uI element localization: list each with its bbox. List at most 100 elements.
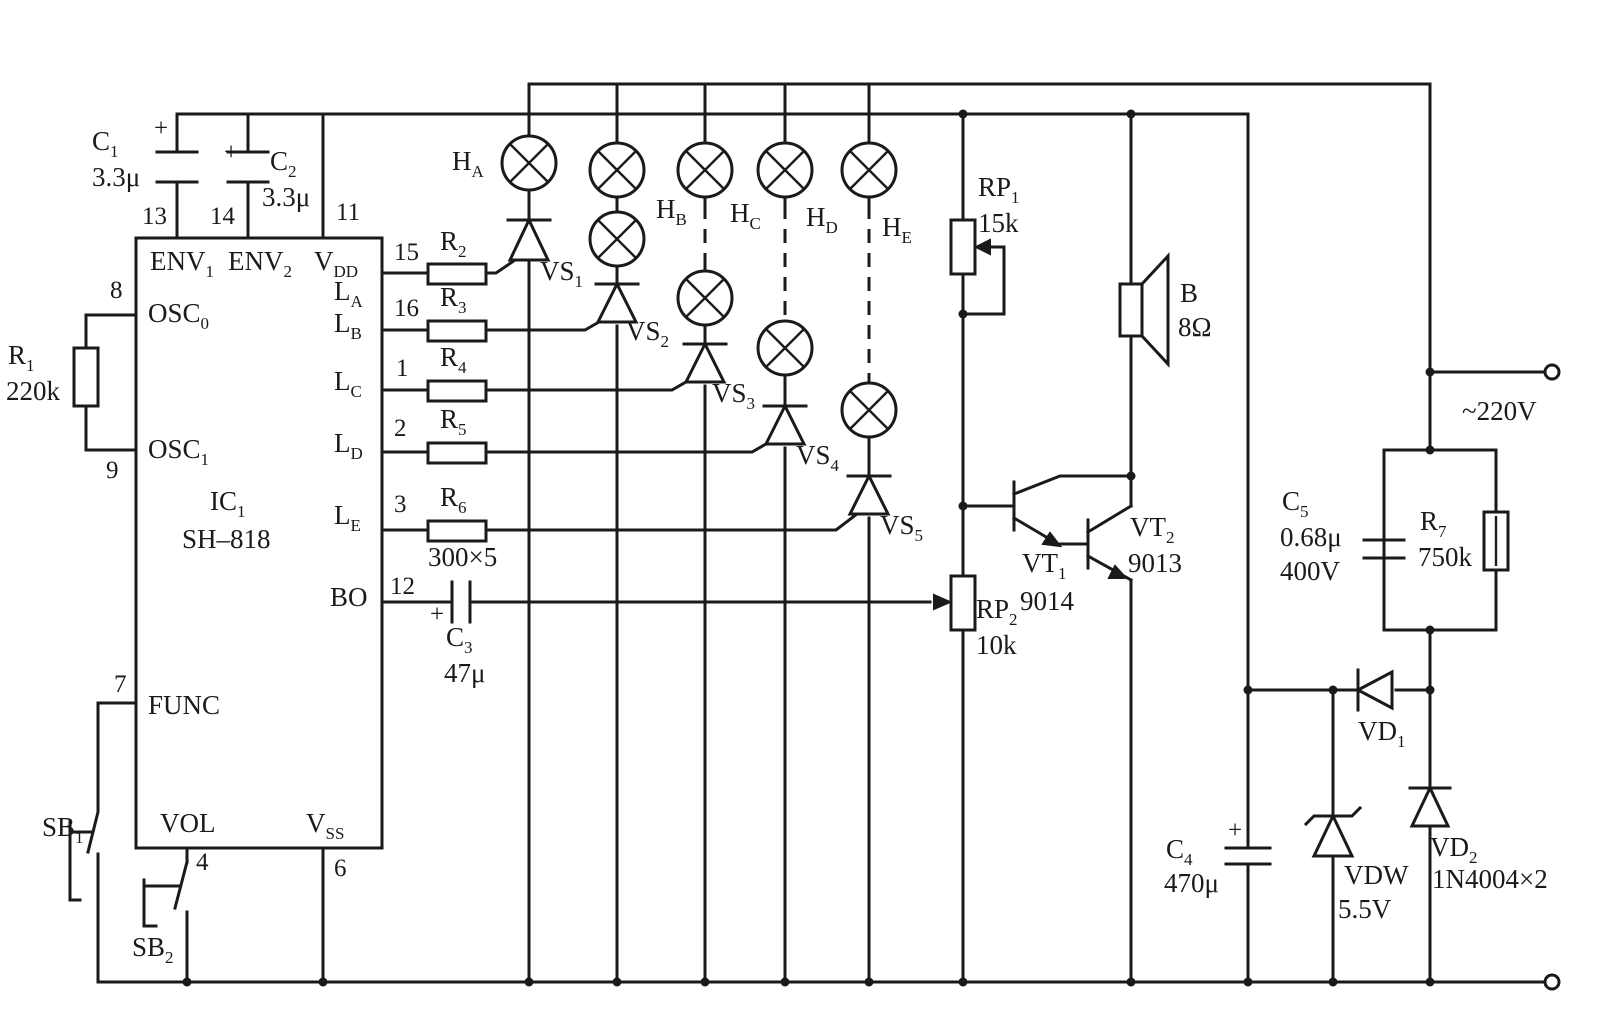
pin-number-14: 14 <box>210 203 236 230</box>
resistor-r3 <box>426 319 488 343</box>
c4-value: 470μ <box>1164 868 1219 898</box>
vd2-ref: VD2 <box>1430 832 1478 867</box>
lamp-he-1 <box>840 141 898 199</box>
rp1-value: 15k <box>978 208 1019 238</box>
vt1-part: 9014 <box>1020 586 1075 616</box>
capacitor-c3 <box>450 580 472 624</box>
ic-pin-osc0: OSC0 <box>148 298 209 333</box>
scr-vs2-label: VS2 <box>626 316 669 351</box>
vdw-value: 5.5V <box>1338 894 1392 924</box>
vd2-part: 1N4004×2 <box>1432 864 1548 894</box>
ic-pin-vdd: VDD <box>314 246 358 281</box>
r2-ref: R2 <box>440 226 467 261</box>
scr-vs3 <box>682 340 728 384</box>
scr-vs5-label: VS5 <box>880 510 923 545</box>
c1-polarity: + <box>154 115 168 142</box>
ic-pin-la: LA <box>334 276 364 311</box>
scr-vs3-label: VS3 <box>712 378 755 413</box>
capacitor-c5 <box>1362 538 1406 560</box>
scr-vs1-label: VS1 <box>540 256 583 291</box>
diode-vd2 <box>1408 784 1452 828</box>
r1-value: 220k <box>6 376 61 406</box>
r7-value: 750k <box>1418 542 1473 572</box>
diode-vd1 <box>1354 668 1394 712</box>
pushbutton-sb2 <box>142 860 189 930</box>
rp2-value: 10k <box>976 630 1017 660</box>
pin-number-12: 12 <box>390 573 415 600</box>
mains-terminal-bottom <box>1543 973 1561 991</box>
ic-pin-osc1: OSC1 <box>148 434 209 469</box>
vt2-part: 9013 <box>1128 548 1182 578</box>
ic-pin-lc: LC <box>334 366 362 401</box>
pin-number-7: 7 <box>114 671 127 698</box>
c5-ref: C5 <box>1282 486 1309 521</box>
resistor-r1 <box>72 346 100 408</box>
transistor-vt1 <box>1011 474 1133 548</box>
lamp-hb-2 <box>588 210 646 268</box>
vd1-ref: VD1 <box>1358 716 1406 751</box>
pin-number-6: 6 <box>334 855 347 882</box>
ic-pin-vol: VOL <box>160 808 216 838</box>
lamp-ha <box>500 134 558 192</box>
junction-dots <box>182 109 1435 987</box>
pin-number-2: 2 <box>394 415 407 442</box>
ic-pin-env1: ENV1 <box>150 246 214 281</box>
pin-number-9: 9 <box>106 457 119 484</box>
c3-ref: C3 <box>446 622 473 657</box>
pin-number-8: 8 <box>110 277 123 304</box>
vt2-ref: VT2 <box>1130 512 1175 547</box>
ic-pin-lb: LB <box>334 308 362 343</box>
mains-terminal-top <box>1543 363 1561 381</box>
potentiometer-rp1 <box>949 218 1006 276</box>
r4-ref: R4 <box>440 342 467 377</box>
c5-value: 0.68μ <box>1280 522 1342 552</box>
lamp-hb-1 <box>588 141 646 199</box>
zener-vdw <box>1303 805 1363 858</box>
lamp-hc-2 <box>676 269 734 327</box>
lamp-hc-1 <box>676 141 734 199</box>
r6-value: 300×5 <box>428 542 497 572</box>
vt1-ref: VT1 <box>1022 548 1067 583</box>
transistor-vt2 <box>1056 503 1134 583</box>
ic-pin-env2: ENV2 <box>228 246 292 281</box>
mains-label: ~220V <box>1462 396 1537 426</box>
resistor-r7 <box>1482 510 1510 572</box>
c1-ref: C1 <box>92 126 119 161</box>
sb2-ref: SB2 <box>132 932 174 967</box>
ic-part: SH–818 <box>182 524 271 554</box>
pin-number-11: 11 <box>336 199 360 226</box>
ic-pin-ld: LD <box>334 428 363 463</box>
ic-pin-vss: VSS <box>306 808 344 843</box>
scr-vs5 <box>846 472 892 516</box>
wiring <box>84 82 1554 984</box>
c2-ref: C2 <box>270 146 297 181</box>
resistor-r4 <box>426 379 488 403</box>
lamp-hb-label: HB <box>656 194 687 229</box>
speaker-b <box>1118 252 1170 368</box>
lamp-he-2 <box>840 381 898 439</box>
pin-number-16: 16 <box>394 295 419 322</box>
sb1-ref: SB1 <box>42 812 84 847</box>
capacitor-c4 <box>1224 846 1272 866</box>
ic1-sh818 <box>134 236 384 850</box>
c4-ref: C4 <box>1166 834 1193 869</box>
vdw-ref: VDW <box>1344 860 1409 890</box>
scr-vs4 <box>762 402 808 446</box>
lamp-hd-1 <box>756 141 814 199</box>
r7-ref: R7 <box>1420 506 1447 541</box>
c2-value: 3.3μ <box>262 182 310 212</box>
resistor-r5 <box>426 441 488 465</box>
ic-pin-bo: BO <box>330 582 368 612</box>
r5-ref: R5 <box>440 404 467 439</box>
pin-number-13: 13 <box>142 203 167 230</box>
pin-number-3: 3 <box>394 491 407 518</box>
pushbutton-sb1 <box>68 798 100 902</box>
ic-ref: IC1 <box>210 486 246 521</box>
c1-value: 3.3μ <box>92 162 140 192</box>
pin-number-15: 15 <box>394 239 419 266</box>
lamp-hd-label: HD <box>806 202 838 237</box>
ic-pin-le: LE <box>334 500 361 535</box>
c2-polarity: + <box>224 139 238 166</box>
rp2-ref: RP2 <box>976 594 1018 629</box>
